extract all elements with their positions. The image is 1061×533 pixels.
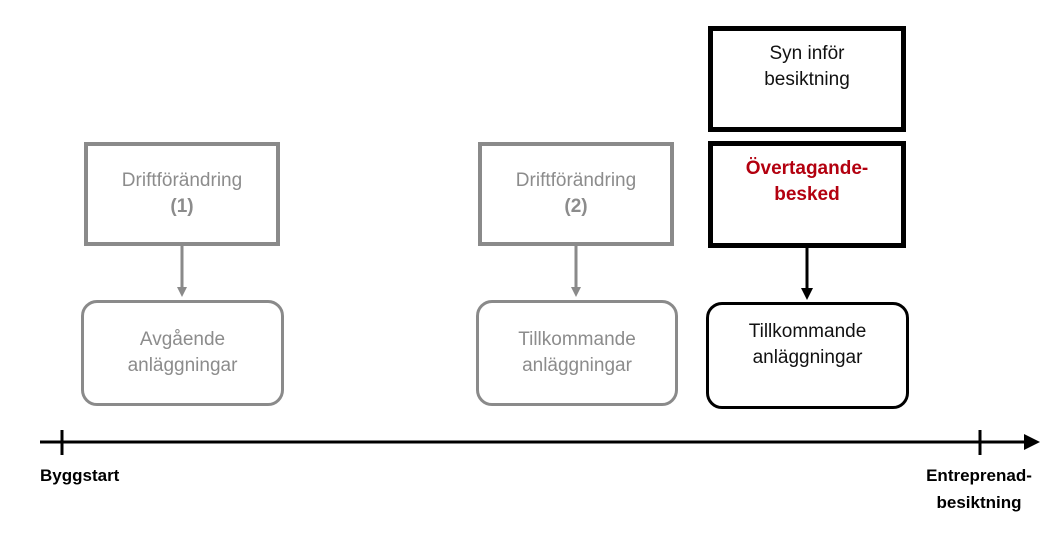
box-line2: besked [774, 184, 840, 205]
timeline-arrowhead [1024, 434, 1040, 450]
box-avgaende-anlaggningar: Avgående anläggningar [81, 300, 284, 406]
timeline-start-label: Byggstart [40, 466, 120, 485]
box-line1: Syn inför [769, 43, 845, 64]
box-overtagandebesked: Övertagande- besked [708, 141, 906, 248]
box-line1: Tillkommande [518, 329, 636, 350]
box-tillkommande-anlaggningar-grey: Tillkommande anläggningar [476, 300, 678, 406]
box-tillkommande-anlaggningar-black: Tillkommande anläggningar [706, 302, 909, 409]
timeline-end-label-line2: besiktning [936, 493, 1022, 512]
box-line1: Avgående [139, 329, 226, 350]
box-line1: Driftförändring [121, 170, 243, 191]
box-line2: anläggningar [752, 347, 863, 368]
timeline-end-label: Entreprenad- besiktning [914, 462, 1044, 516]
box-line1: Tillkommande [748, 321, 867, 342]
box-line2: anläggningar [127, 355, 238, 376]
timeline-end-label-line1: Entreprenad- [926, 466, 1032, 485]
box-line2: anläggningar [522, 355, 632, 376]
box-line2: (2) [564, 196, 588, 217]
box-line2: (1) [170, 196, 194, 217]
box-driftforandring-2: Driftförändring (2) [478, 142, 674, 246]
box-line1: Övertagande- [745, 158, 869, 179]
box-syn-infor-besiktning: Syn inför besiktning [708, 26, 906, 132]
box-line1: Driftförändring [515, 170, 637, 191]
box-line2: besiktning [764, 69, 850, 90]
box-driftforandring-1: Driftförändring (1) [84, 142, 280, 246]
